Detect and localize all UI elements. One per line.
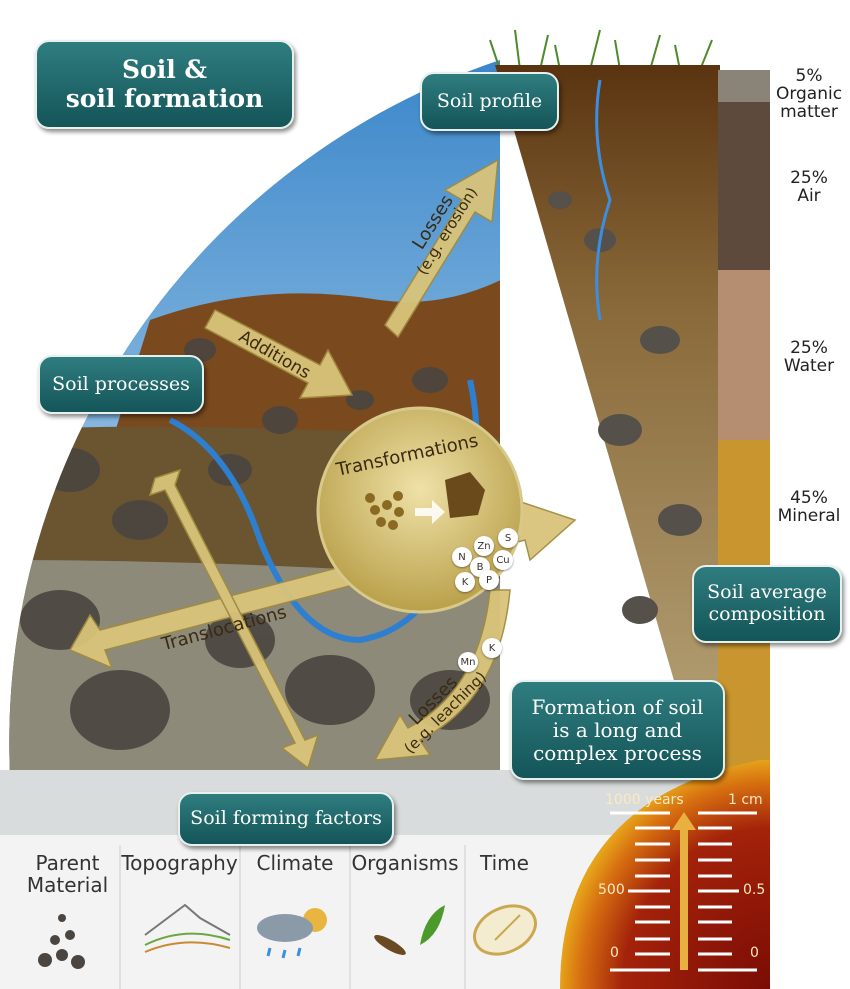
- nutrient-n: N: [452, 547, 472, 567]
- time-scale-cm-mid: 0.5: [743, 882, 766, 898]
- factor-topography: Topography: [121, 851, 238, 875]
- title-box: Soil & soil formation: [35, 40, 294, 129]
- time-scale-cm-top: 1 cm: [728, 792, 763, 808]
- composition-mineral: 45%Mineral: [768, 488, 850, 526]
- nutrient-k: K: [455, 572, 475, 592]
- soil-forming-factors-label: Soil forming factors: [178, 792, 394, 846]
- leached-mn: Mn: [458, 652, 478, 672]
- composition-percent: 25%: [790, 168, 828, 188]
- composition-name: Mineral: [777, 505, 841, 526]
- time-scale-ticks: [610, 811, 757, 972]
- title-line-2: soil formation: [65, 83, 264, 113]
- formation-note-label: Formation of soil is a long and complex …: [510, 680, 725, 780]
- composition-bar: [718, 70, 770, 770]
- factor-organisms: Organisms: [351, 851, 459, 875]
- clock-icon: [473, 904, 537, 956]
- title-line-1: Soil &: [122, 54, 207, 84]
- time-scale-years-mid: 500: [598, 882, 625, 898]
- nutrient-cu: Cu: [493, 550, 513, 570]
- soil-average-composition-label: Soil average composition: [692, 565, 842, 643]
- composition-percent: 45%: [790, 488, 828, 508]
- time-arrow-icon: [672, 812, 696, 970]
- composition-organic: 5%Organic matter: [768, 66, 850, 122]
- factor-parent-material: Parent Material: [26, 851, 109, 897]
- leached-k: K: [482, 638, 502, 658]
- composition-air: 25%Air: [768, 168, 850, 206]
- composition-name: Air: [797, 185, 821, 206]
- grass: [489, 29, 713, 71]
- factor-time: Time: [480, 851, 529, 875]
- mountain-icon: [144, 903, 231, 953]
- composition-percent: 25%: [790, 338, 828, 358]
- nutrient-s: S: [498, 528, 518, 548]
- composition-name: Water: [783, 355, 835, 376]
- composition-water: 25%Water: [768, 338, 850, 376]
- soil-processes-label: Soil processes: [38, 355, 204, 414]
- factor-climate: Climate: [256, 851, 334, 875]
- nutrient-p: P: [479, 570, 499, 590]
- composition-percent: 5%: [795, 66, 823, 86]
- nutrient-zn: Zn: [474, 536, 494, 556]
- time-scale-cm-bottom: 0: [750, 945, 759, 961]
- time-scale-years-bottom: 0: [610, 945, 619, 961]
- cloud-sun-rain-icon: [257, 908, 327, 959]
- insect-leaf-icon: [374, 905, 445, 955]
- time-scale-years-top: 1000 years: [605, 792, 684, 808]
- pebbles-icon: [38, 914, 85, 969]
- composition-name: Organic matter: [775, 83, 843, 122]
- soil-profile-label: Soil profile: [420, 72, 559, 131]
